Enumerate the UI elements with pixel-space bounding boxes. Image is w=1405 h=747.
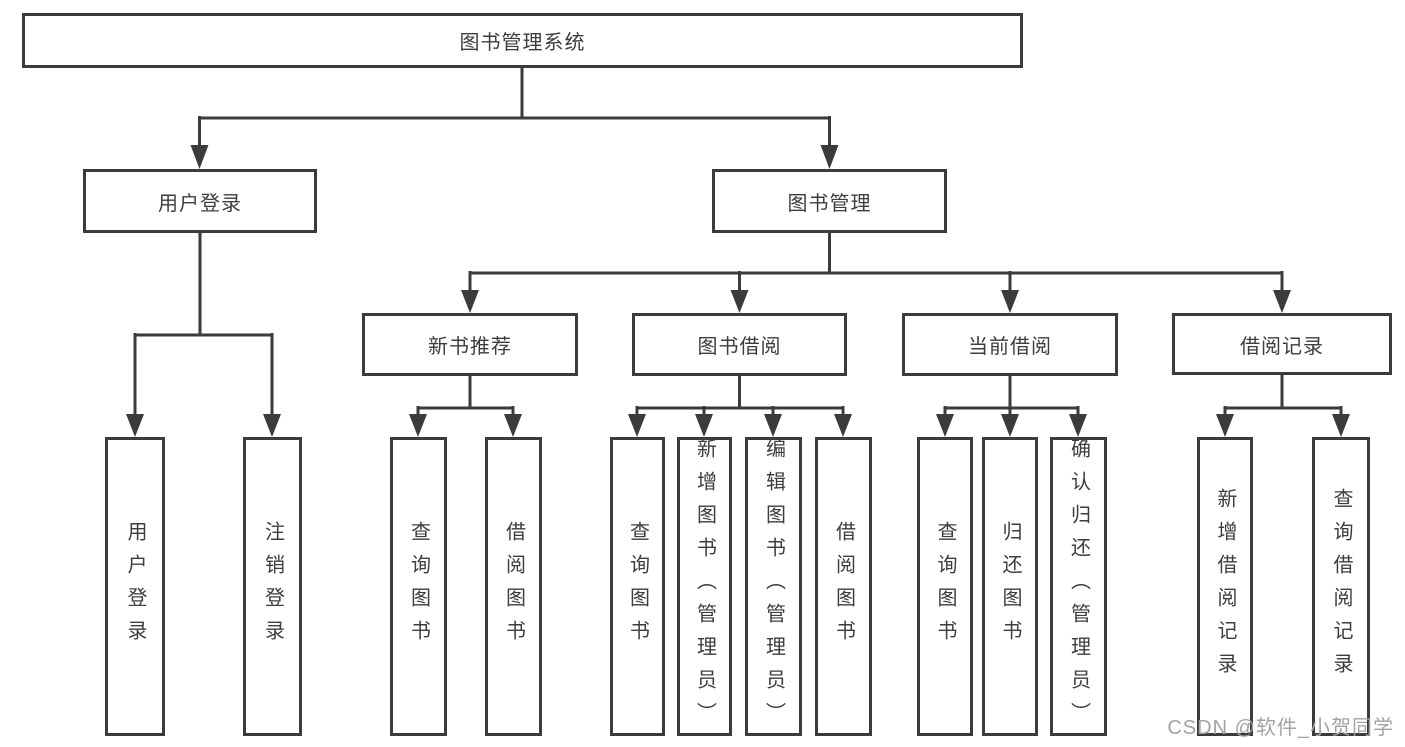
leaf-bb-borrow-books-label: 借阅图书: [832, 520, 855, 653]
leaf-nbr-query-books: 查询图书: [390, 437, 447, 736]
leaf-user-login: 用户登录: [105, 437, 165, 736]
leaf-cb-query-books-label: 查询图书: [934, 520, 956, 653]
leaf-user-login-label: 用户登录: [124, 520, 146, 653]
leaf-nbr-query-books-label: 查询图书: [407, 520, 430, 653]
leaf-bb-edit-books-admin: 编辑图书（管理员）: [745, 437, 802, 736]
leaf-br-query-record: 查询借阅记录: [1312, 437, 1370, 736]
leaf-br-add-record-label: 新增借阅记录: [1214, 487, 1236, 686]
leaf-cb-confirm-return-admin: 确认归还（管理员）: [1050, 437, 1107, 736]
node-user-login: 用户登录: [83, 169, 317, 233]
leaf-nbr-borrow-books: 借阅图书: [485, 437, 542, 736]
leaf-bb-edit-books-admin-label: 编辑图书（管理员）: [762, 438, 785, 735]
leaf-bb-query-books: 查询图书: [610, 437, 665, 736]
leaf-br-query-record-label: 查询借阅记录: [1330, 487, 1352, 686]
leaf-logout: 注销登录: [243, 437, 302, 736]
leaf-bb-borrow-books: 借阅图书: [815, 437, 872, 736]
leaf-bb-query-books-label: 查询图书: [626, 520, 649, 653]
leaf-logout-label: 注销登录: [261, 520, 284, 653]
leaf-cb-confirm-return-admin-label: 确认归还（管理员）: [1067, 438, 1090, 735]
leaf-nbr-borrow-books-label: 借阅图书: [502, 520, 525, 653]
node-library-management-system: 图书管理系统: [22, 13, 1023, 68]
node-current-borrowing: 当前借阅: [902, 313, 1118, 376]
node-new-book-recommend: 新书推荐: [362, 313, 578, 376]
node-book-management: 图书管理: [712, 169, 947, 233]
leaf-bb-add-books-admin-label: 新增图书（管理员）: [693, 438, 716, 735]
node-book-borrowing: 图书借阅: [632, 313, 847, 376]
node-borrowing-records: 借阅记录: [1172, 313, 1392, 375]
leaf-bb-add-books-admin: 新增图书（管理员）: [677, 437, 732, 736]
leaf-cb-query-books: 查询图书: [917, 437, 973, 736]
csdn-watermark: CSDN @软件_小贺同学: [1167, 717, 1394, 739]
leaf-br-add-record: 新增借阅记录: [1197, 437, 1253, 736]
leaf-cb-return-books-label: 归还图书: [999, 520, 1021, 653]
leaf-cb-return-books: 归还图书: [982, 437, 1038, 736]
